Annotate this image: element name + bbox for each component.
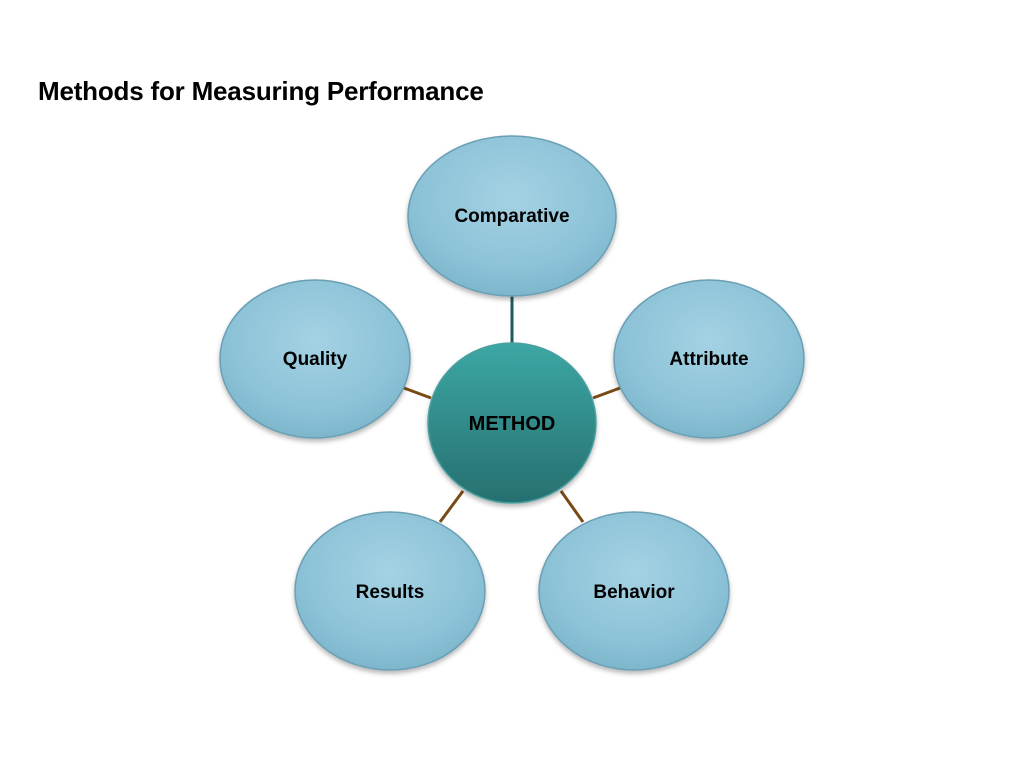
- connector-results: [438, 490, 465, 523]
- center-label-method: METHOD: [469, 413, 556, 435]
- node-label-comparative: Comparative: [454, 206, 569, 227]
- node-comparative: Comparative: [407, 135, 617, 297]
- connector-behavior: [559, 490, 585, 523]
- connector-quality: [403, 386, 432, 400]
- node-label-results: Results: [356, 582, 425, 603]
- node-label-attribute: Attribute: [669, 349, 748, 370]
- node-quality: Quality: [219, 279, 411, 439]
- center-node-method: METHOD: [427, 342, 597, 504]
- node-behavior: Behavior: [538, 511, 730, 671]
- node-label-behavior: Behavior: [593, 582, 675, 603]
- connector-attribute: [592, 386, 621, 400]
- node-label-quality: Quality: [283, 349, 348, 370]
- node-results: Results: [294, 511, 486, 671]
- slide-title: Methods for Measuring Performance: [38, 76, 484, 106]
- node-attribute: Attribute: [613, 279, 805, 439]
